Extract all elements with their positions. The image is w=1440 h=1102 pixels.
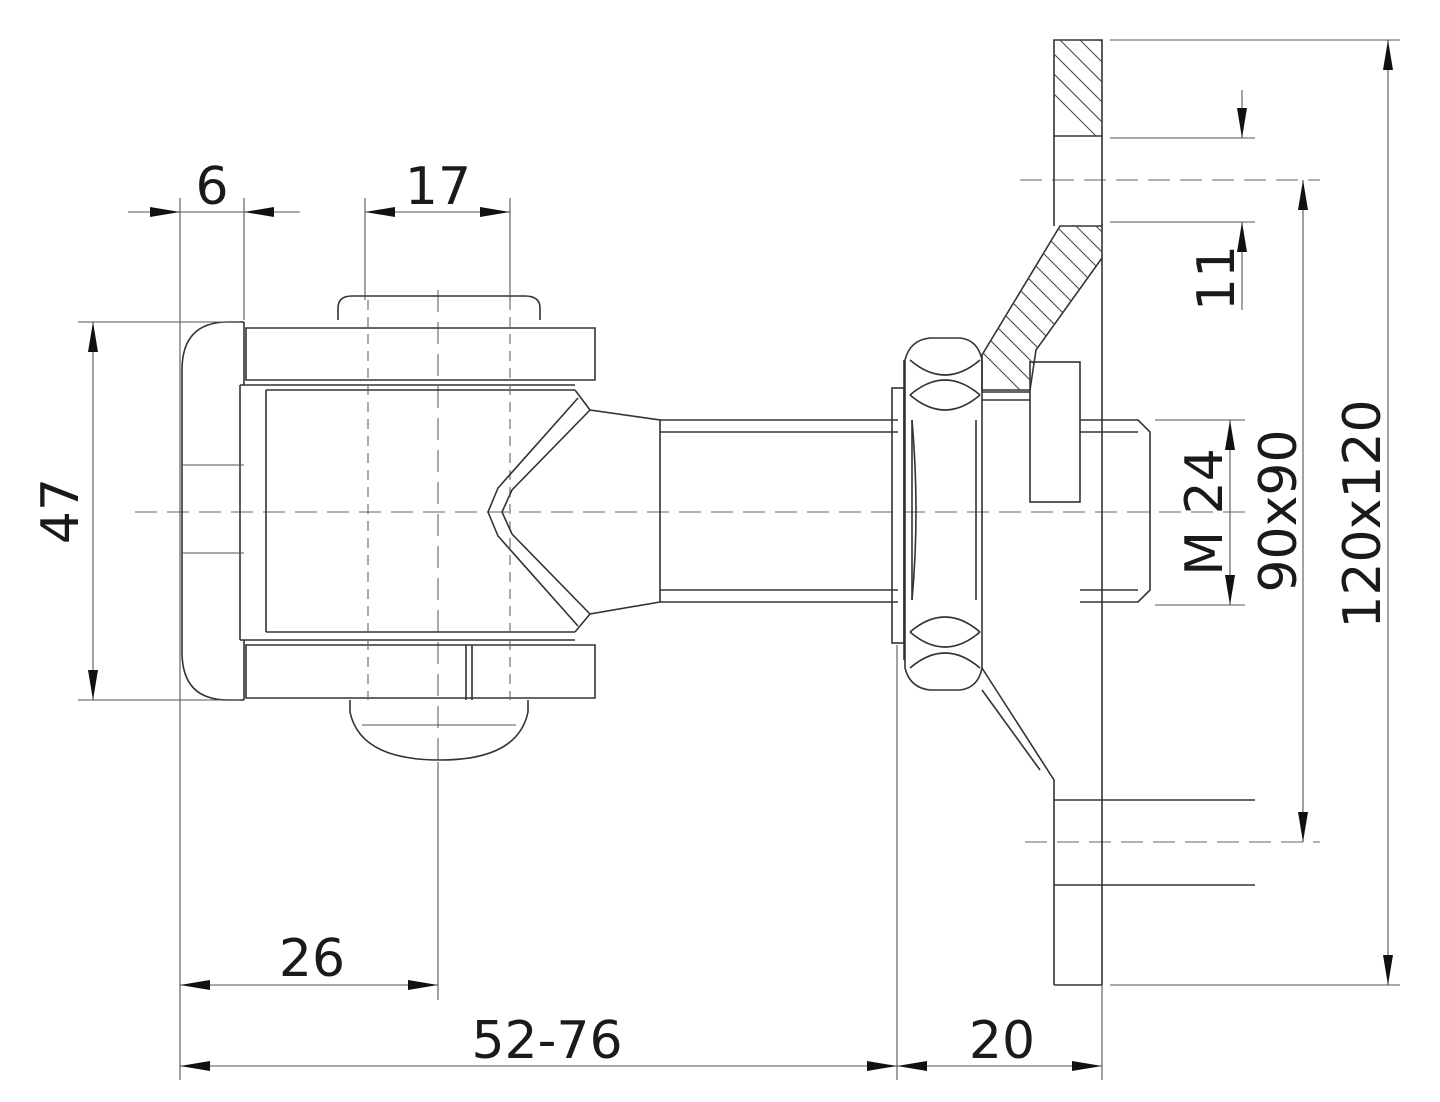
bolt-shank bbox=[487, 389, 1151, 633]
dim-label-m24: M 24 bbox=[1175, 448, 1235, 576]
dim-label-90x90: 90x90 bbox=[1249, 429, 1309, 592]
spacer-block bbox=[982, 361, 1081, 503]
hinge-eye bbox=[181, 300, 596, 701]
washer bbox=[891, 360, 905, 660]
extension-lines bbox=[78, 39, 1400, 1080]
center-lines bbox=[135, 179, 1320, 843]
dim-label-120x120: 120x120 bbox=[1333, 399, 1393, 628]
dim-label-17: 17 bbox=[405, 157, 471, 217]
dimension-labels: 6 17 47 26 52-76 20 11 M 24 90x90 120x12… bbox=[31, 157, 1393, 1071]
hinge-pin bbox=[337, 295, 541, 761]
dim-label-26: 26 bbox=[279, 929, 345, 989]
dim-label-52-76: 52-76 bbox=[471, 1011, 622, 1071]
dimension-lines bbox=[88, 40, 1393, 1071]
hex-nut bbox=[904, 337, 983, 691]
dim-label-47: 47 bbox=[31, 478, 91, 544]
dim-label-6: 6 bbox=[195, 157, 228, 217]
dim-label-20: 20 bbox=[969, 1011, 1035, 1071]
dim-label-11: 11 bbox=[1187, 245, 1247, 311]
